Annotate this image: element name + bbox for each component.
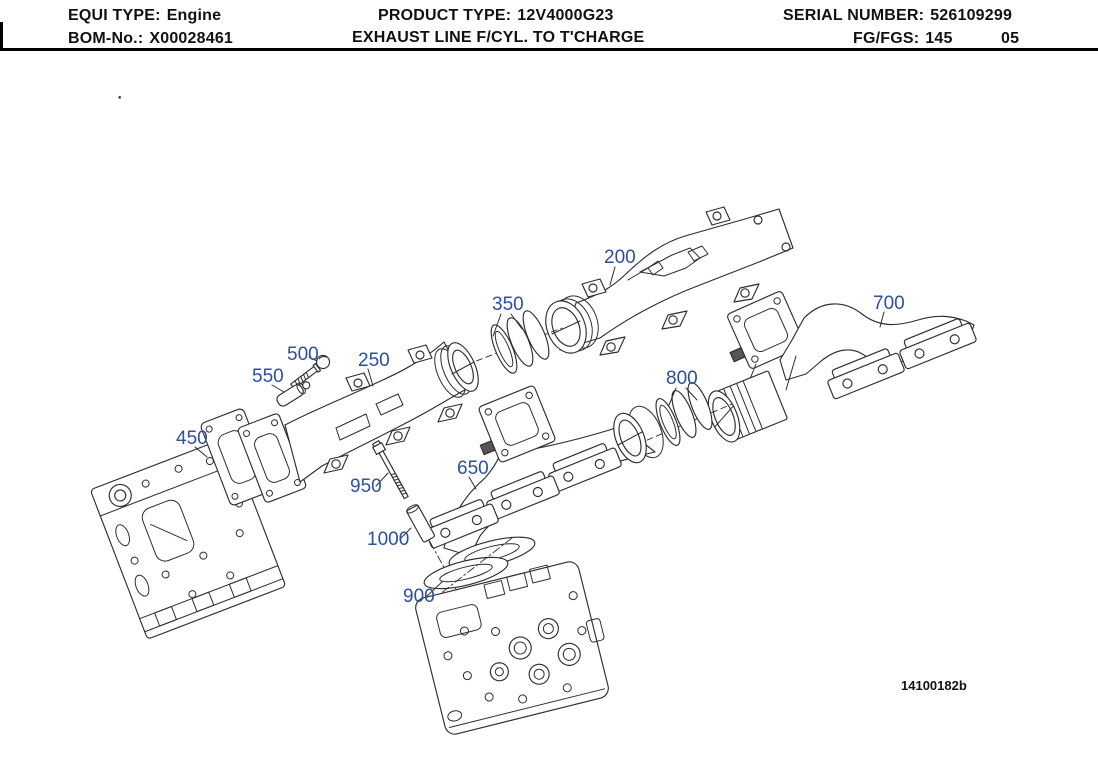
bom-number: BOM-No.: X00028461: [68, 30, 233, 48]
callout-250: 250: [358, 350, 390, 371]
fg-fgs-label: FG/FGS:: [853, 30, 920, 47]
leader-line-450: [194, 446, 208, 458]
part-flange-700-outlet: [727, 291, 805, 369]
callout-200: 200: [604, 247, 636, 268]
part-sleeve-550: [276, 381, 311, 407]
bom-value: X00028461: [149, 30, 234, 47]
callout-700: 700: [873, 293, 905, 314]
serial-number-value: 526109299: [930, 7, 1013, 24]
leader-line-500: [308, 356, 318, 362]
header-rule: [0, 48, 1098, 51]
fg-fgs-value2: 05: [1001, 30, 1020, 47]
callout-550: 550: [252, 366, 284, 387]
callout-labels: 200 250 350 450 500 550 650 700 800 900 …: [176, 247, 967, 693]
fg-fgs-value: 145: [925, 30, 953, 47]
callout-900: 900: [403, 586, 435, 607]
part-bolt-950: [372, 440, 409, 500]
part-exhaust-manifold-650: [425, 385, 664, 570]
equi-type-value: Engine: [166, 7, 222, 24]
leader-line-800: [668, 387, 698, 406]
page-edge-mark: [0, 22, 3, 48]
callout-450: 450: [176, 428, 208, 449]
leader-line-650: [468, 476, 477, 490]
callout-650: 650: [457, 458, 489, 479]
product-type-label: PRODUCT TYPE:: [378, 7, 512, 24]
leader-line-950: [375, 472, 389, 487]
callout-950: 950: [350, 476, 382, 497]
part-exhaust-pipe-250: [237, 341, 479, 503]
leader-line-1000: [399, 527, 412, 540]
part-seal-rings-350: [457, 310, 563, 374]
leader-line-900: [426, 581, 443, 597]
callout-800: 800: [666, 368, 698, 389]
product-type: PRODUCT TYPE: 12V4000G23: [378, 7, 614, 25]
drawing-number: 14100182b: [901, 678, 967, 693]
product-type-value: 12V4000G23: [517, 7, 614, 24]
equi-type: EQUI TYPE: Engine: [68, 7, 221, 25]
outlet-axis-900: [439, 537, 513, 595]
leader-line-250: [367, 368, 374, 387]
callout-500: 500: [287, 344, 319, 365]
leader-line-200: [609, 266, 616, 286]
part-cylinder-head-bottom: [415, 561, 609, 735]
part-exhaust-pipe-200: [545, 206, 794, 356]
part-seal-rings-800: [637, 382, 733, 446]
stray-mark: .: [118, 87, 121, 101]
part-gasket-900: [423, 556, 509, 590]
part-exhaust-manifold-700: [707, 303, 977, 443]
leader-line-350: [492, 313, 523, 337]
fg-fgs: FG/FGS: 145: [853, 30, 953, 48]
equi-type-label: EQUI TYPE:: [68, 7, 161, 24]
serial-number-label: SERIAL NUMBER:: [783, 7, 925, 24]
serial-number: SERIAL NUMBER: 526109299: [783, 7, 1012, 25]
callout-350: 350: [492, 294, 524, 315]
callout-1000: 1000: [367, 529, 409, 550]
leader-lines: [194, 266, 885, 597]
part-spacer-1000: [406, 504, 435, 543]
part-gasket-450: [200, 408, 274, 506]
leader-line-550: [271, 384, 285, 393]
part-bolt-500: [290, 354, 331, 390]
bom-label: BOM-No.:: [68, 30, 144, 47]
leader-line-700: [879, 311, 885, 328]
